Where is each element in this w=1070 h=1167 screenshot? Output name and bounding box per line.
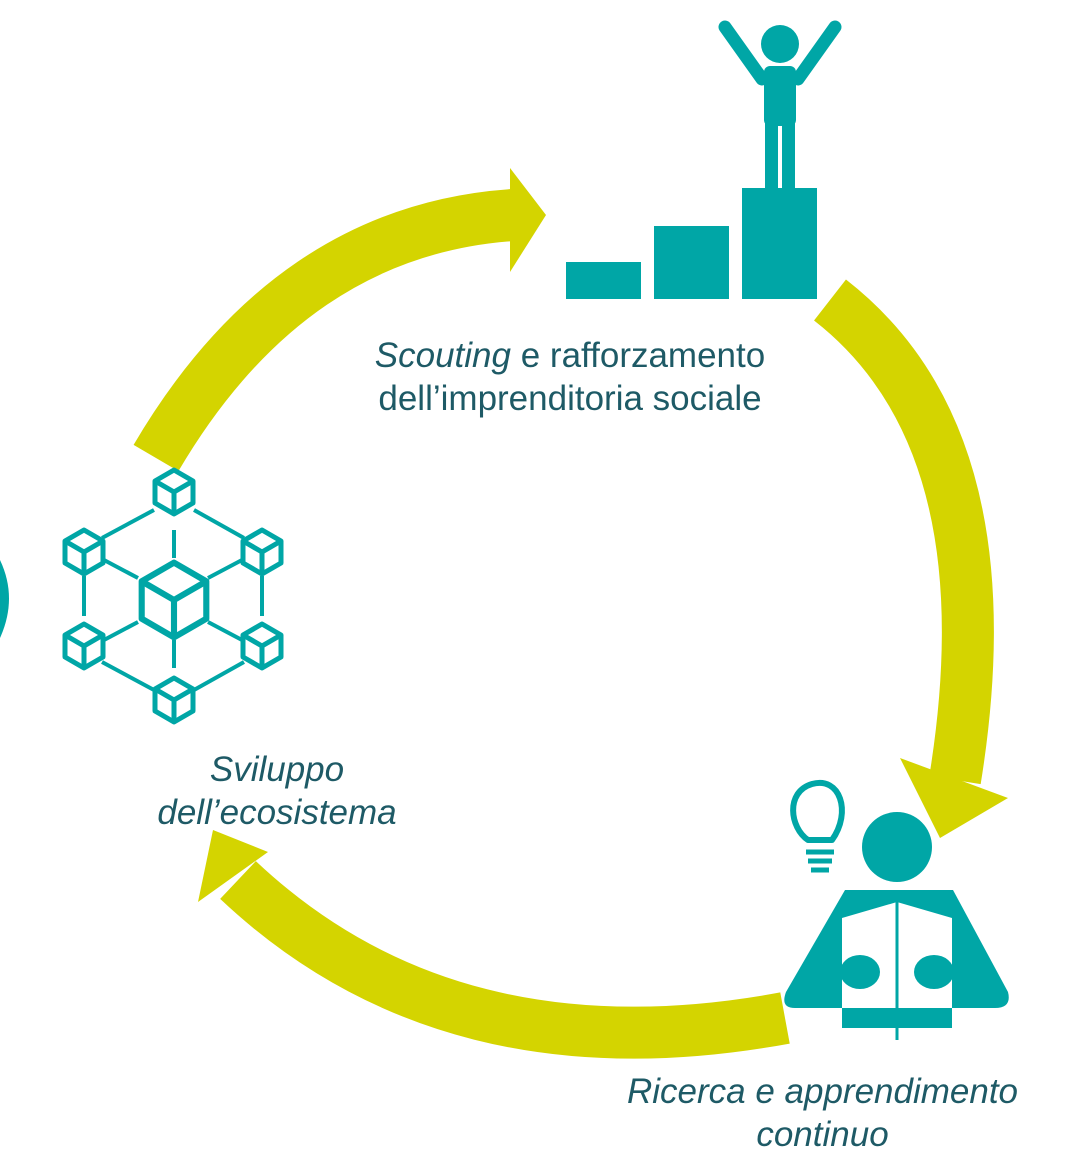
label-ecosistema-line2: dell’ecosistema [157, 793, 397, 832]
arrow-scouting-to-ricerca [813, 279, 1008, 838]
arrow-ecosistema-to-scouting [133, 168, 546, 472]
lightbulb-icon [790, 779, 845, 873]
arrow-ricerca-to-ecosistema-shaft [220, 861, 790, 1059]
label-scouting-italic: Scouting [374, 336, 511, 375]
cube-network-icon [65, 470, 281, 722]
arrow-ecosistema-to-scouting-shaft [133, 189, 515, 472]
label-scouting-rest: e rafforzamento [511, 336, 766, 375]
label-scouting-line1: Scouting e rafforzamento [330, 334, 810, 377]
arrow-scouting-to-ricerca-shaft [813, 279, 994, 785]
label-ricerca-line2: continuo [756, 1115, 889, 1154]
label-scouting-line2: dell’imprenditoria sociale [378, 379, 762, 418]
arrow-ricerca-to-ecosistema [198, 830, 790, 1059]
arrow-scouting-to-ricerca-head [900, 758, 1008, 838]
arrow-ecosistema-to-scouting-head [510, 168, 546, 272]
label-ricerca: Ricerca e apprendimento continuo [575, 1070, 1070, 1156]
edge-fragment [0, 560, 9, 638]
podium-winner-icon [566, 20, 842, 299]
arrow-ricerca-to-ecosistema-head [198, 830, 268, 902]
label-ecosistema: Sviluppo dell’ecosistema [112, 748, 442, 834]
label-scouting: Scouting e rafforzamento dell’imprendito… [330, 334, 810, 420]
reader-lightbulb-icon [784, 779, 1009, 1040]
label-ecosistema-line1: Sviluppo [209, 750, 345, 789]
label-ricerca-line1: Ricerca e apprendimento [626, 1072, 1019, 1111]
